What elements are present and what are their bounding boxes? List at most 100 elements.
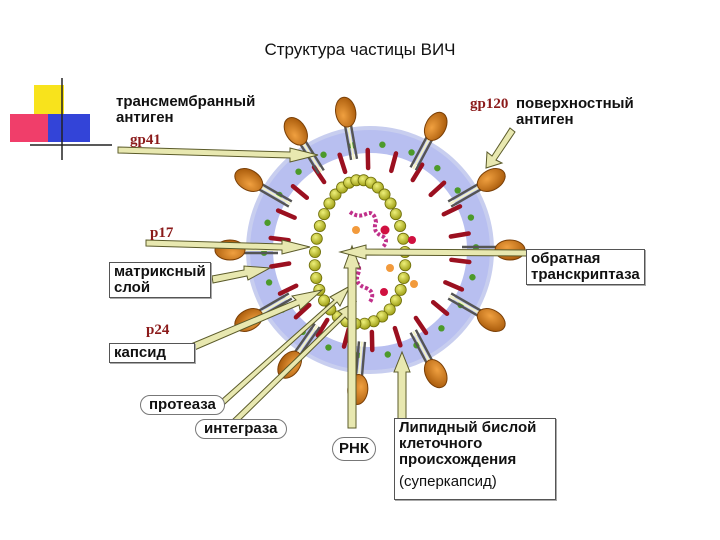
pointer-rt	[338, 244, 529, 260]
spike-stalk	[449, 185, 482, 205]
spike-head	[335, 96, 357, 128]
spike-stalk	[258, 295, 291, 315]
capsid-bead	[308, 245, 321, 258]
capsid-bead	[397, 272, 410, 285]
label-integrase: интеграза	[195, 419, 287, 439]
capsid-bead	[323, 197, 336, 210]
matrix-protein	[441, 204, 463, 217]
spike-stalk	[447, 182, 480, 203]
spike-head	[234, 168, 264, 192]
glycoprotein-spike	[234, 168, 293, 208]
matrix-protein	[392, 325, 403, 348]
enzyme-dot	[410, 280, 418, 288]
capsid-bead	[313, 219, 326, 232]
capsid-bead	[397, 232, 410, 245]
matrix-protein	[293, 302, 312, 320]
label-surface-antigen: поверхностный антиген	[516, 95, 634, 128]
capsid-bead	[318, 208, 331, 221]
spike-stalk	[450, 187, 483, 208]
glycoprotein-spike	[409, 329, 448, 389]
spike-stalk	[412, 330, 431, 364]
matrix-protein	[449, 257, 472, 265]
label-p17: p17	[150, 225, 174, 241]
spike-stalk	[346, 123, 356, 160]
label-transmembrane-antigen: трансмембранный антиген	[116, 93, 256, 126]
matrix-protein	[448, 231, 471, 239]
pointer-protease	[211, 284, 352, 413]
pointer-p17	[145, 239, 311, 255]
spike-stalk	[293, 322, 316, 354]
glycoprotein-spike	[447, 168, 506, 208]
pointer-matrix	[211, 265, 272, 284]
pointers	[117, 127, 529, 429]
capsid-bead	[394, 283, 407, 296]
spike-head	[423, 111, 448, 141]
matrix-dot	[265, 279, 273, 286]
enzyme-dot	[352, 226, 360, 234]
matrix-dot	[408, 149, 415, 156]
matrix-dot	[384, 351, 391, 358]
matrix-protein	[290, 184, 310, 200]
capsid-bead	[383, 303, 396, 316]
pointer-lipid	[393, 350, 411, 421]
label-rna: РНК	[332, 437, 376, 461]
spike-stalk	[414, 137, 434, 171]
capsid-bead	[389, 294, 402, 307]
matrix-protein	[275, 208, 297, 220]
spike-stalk	[447, 297, 480, 318]
enzyme-dot	[380, 288, 388, 296]
label-lipid-bilayer: Липидный бислой клеточного происхождения	[399, 419, 537, 468]
spike-stalk	[295, 324, 319, 356]
pointer-gp41	[117, 146, 319, 163]
matrix-protein	[268, 235, 291, 243]
spike-stalk	[257, 187, 290, 208]
spike-head	[476, 168, 506, 192]
label-gp41: gp41	[130, 132, 161, 148]
lipid-bilayer-box: Липидный бислой клеточного происхождения…	[394, 418, 556, 500]
matrix-dot	[434, 164, 441, 172]
glycoprotein-spike	[447, 292, 506, 332]
spike-stalk	[357, 341, 363, 378]
capsid-bead	[389, 208, 402, 221]
spike-head	[423, 359, 448, 389]
deco-blue-square	[48, 114, 90, 142]
spike-stalk	[450, 292, 483, 313]
spike-stalk	[349, 123, 359, 160]
matrix-dot	[438, 325, 445, 332]
pointer-gp120	[485, 127, 516, 169]
spike-stalk	[257, 292, 290, 313]
capsid-bead	[308, 259, 321, 272]
matrix-protein	[410, 162, 425, 183]
deco-red-square	[10, 114, 52, 142]
enzyme-dot	[408, 236, 416, 244]
matrix-protein	[389, 151, 399, 174]
capsid-bead	[318, 294, 331, 307]
matrix-dot	[454, 187, 461, 194]
matrix-protein	[269, 261, 292, 269]
capsid-bead	[399, 259, 412, 272]
corner-decoration	[10, 78, 112, 160]
label-matrix-layer: матриксный слой	[109, 262, 211, 298]
rna-strand-1	[348, 210, 388, 250]
label-gp120: gp120	[470, 96, 509, 112]
capsid-bead	[310, 232, 323, 245]
enzyme-dot	[380, 225, 390, 235]
spike-stalk	[360, 341, 367, 378]
pointer-rna	[343, 244, 361, 429]
glycoprotein-spike	[335, 96, 359, 161]
spike-stalk	[449, 295, 482, 315]
matrix-dot	[467, 214, 475, 221]
matrix-protein	[428, 180, 447, 198]
label-p24: p24	[146, 322, 170, 338]
matrix-dot	[469, 274, 476, 281]
spike-head	[476, 308, 506, 332]
page-title: Структура частицы ВИЧ	[264, 40, 456, 59]
spike-head	[283, 116, 308, 146]
rna-strand-2	[351, 258, 375, 304]
deco-yellow-square	[34, 85, 64, 117]
label-supercapsid: (суперкапсид)	[399, 473, 497, 490]
pointer-capsid	[185, 289, 324, 353]
matrix-protein	[443, 280, 465, 292]
matrix-protein	[430, 300, 450, 316]
glycoprotein-spike	[409, 111, 448, 171]
